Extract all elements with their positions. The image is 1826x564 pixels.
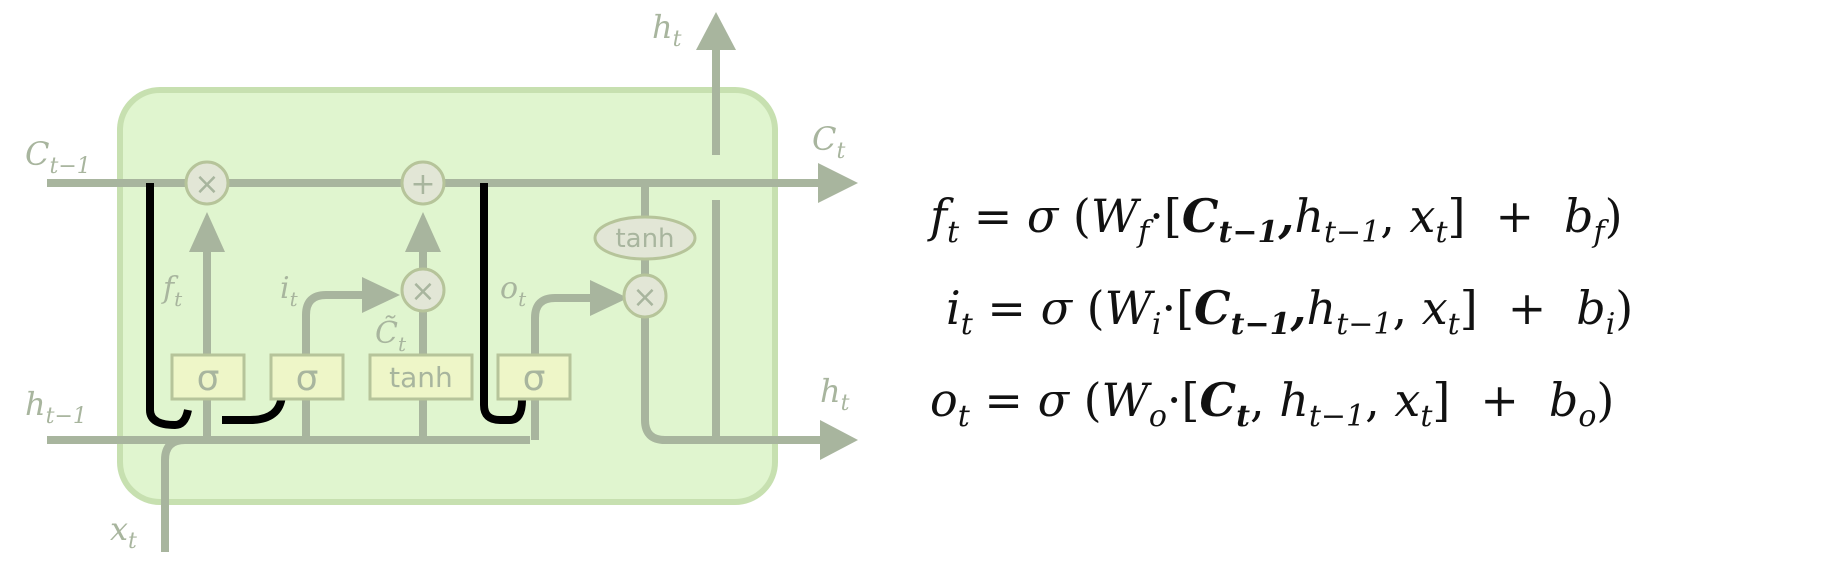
label-i: it [280,271,299,311]
input-gate-line [302,291,365,440]
output-gate-arrowhead [590,280,628,316]
label-o: ot [500,271,527,311]
add-arrowhead [405,212,441,252]
input-gate-box [269,353,345,401]
lstm-diagram: σ σ tanh σ × + × tanh × Ct−1 Ct ht−1 ht … [25,8,858,554]
input-gate-arrowhead [362,277,400,313]
forget-arrowhead [189,212,225,252]
input-multiply-op [400,267,446,313]
output-h-line [641,298,825,444]
cell-state-arrowhead [818,163,858,203]
candidate-gate-label: tanh [389,361,453,394]
label-x: xt [110,510,137,554]
output-multiply-label: × [632,280,657,315]
output-gate-line [531,294,592,440]
input-multiply-label: × [410,274,435,309]
tanh-op [593,215,697,261]
output-gate-label: σ [523,358,546,399]
add-op [400,160,446,206]
equation-forget: ft = σ (Wf·[Ct−1,ht−1, xt]+bf) [930,189,1623,250]
h-up-arrowhead [696,12,736,50]
lstm-peephole-equations: ft = σ (Wf·[Ct−1,ht−1, xt]+bf) it = σ (W… [930,170,1820,446]
peephole-output [480,183,526,424]
label-h-prev: ht−1 [25,385,87,429]
h-out-arrowhead [820,420,858,460]
candidate-gate-box [368,353,474,401]
output-multiply-op [622,273,668,319]
peephole-term: Ct−1, [1194,281,1307,342]
input-gate-label: σ [296,358,319,399]
label-c-tilde: C̃t [375,316,407,356]
peephole-forget [146,183,192,430]
peephole-term: Ct−1, [1181,189,1295,250]
peephole-term: Ct [1199,373,1250,434]
equation-output: ot = σ (Wo·[Ct, ht−1, xt]+bo) [930,373,1615,434]
forget-multiply-label: × [194,167,219,202]
forget-gate-box [170,353,246,401]
forget-gate-label: σ [197,358,220,399]
tanh-op-label: tanh [615,224,674,254]
label-h-out-right: ht [820,372,850,416]
label-h-out-top: ht [652,8,682,52]
output-gate-box [496,353,572,401]
equation-input: it = σ (Wi·[Ct−1,ht−1, xt]+bi) [946,281,1634,342]
add-label: + [410,167,435,202]
label-c-next: Ct [812,120,845,164]
forget-multiply-op [184,160,230,206]
input-x-line [161,436,186,552]
label-c-prev: Ct−1 [25,135,91,179]
